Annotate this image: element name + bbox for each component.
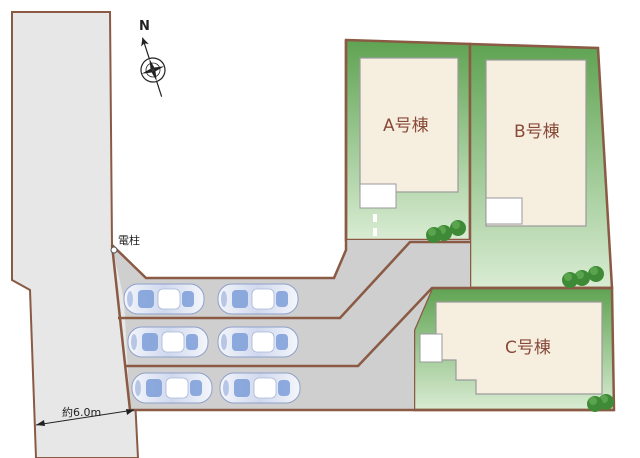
building-b-label: B号棟: [514, 122, 560, 142]
tree-icon: [562, 272, 578, 288]
dimension-arrow-left-icon: [36, 420, 45, 426]
north-label: N: [139, 19, 150, 34]
building-a: [359, 57, 459, 193]
parking-divider-1: [118, 240, 470, 320]
road-boundary: [110, 244, 132, 411]
step-2: [373, 228, 377, 236]
building-c-label: C号棟: [505, 338, 551, 358]
tree-icon: [426, 227, 442, 243]
tree-icon: [588, 266, 604, 282]
road: [11, 11, 140, 458]
parked-car-icon: [127, 326, 209, 358]
driveway: [112, 240, 470, 410]
utility-pole-label: 電柱: [118, 233, 140, 247]
tree-icon: [587, 396, 603, 412]
building-c-entrance: [419, 333, 443, 363]
parked-car-icon: [217, 326, 299, 358]
driveway-top-edge: [111, 40, 348, 280]
parked-car-icon: [217, 283, 299, 315]
building-b-entrance: [485, 197, 523, 225]
parking-divider-2: [124, 286, 612, 368]
building-a-label: A号棟: [383, 116, 429, 136]
step-1: [373, 214, 377, 222]
parked-car-icon: [123, 283, 205, 315]
road-width-dimension: [35, 409, 135, 426]
building-b: [485, 59, 587, 227]
building-c: [435, 301, 603, 395]
compass-icon: [140, 37, 166, 97]
utility-pole-icon: [110, 246, 118, 254]
parked-car-icon: [131, 372, 213, 404]
parked-car-icon: [219, 372, 301, 404]
building-a-entrance: [359, 183, 397, 209]
road-width-label: 約6.0m: [62, 405, 101, 419]
dimension-arrow-right-icon: [126, 409, 134, 415]
tree-icon: [450, 220, 466, 236]
